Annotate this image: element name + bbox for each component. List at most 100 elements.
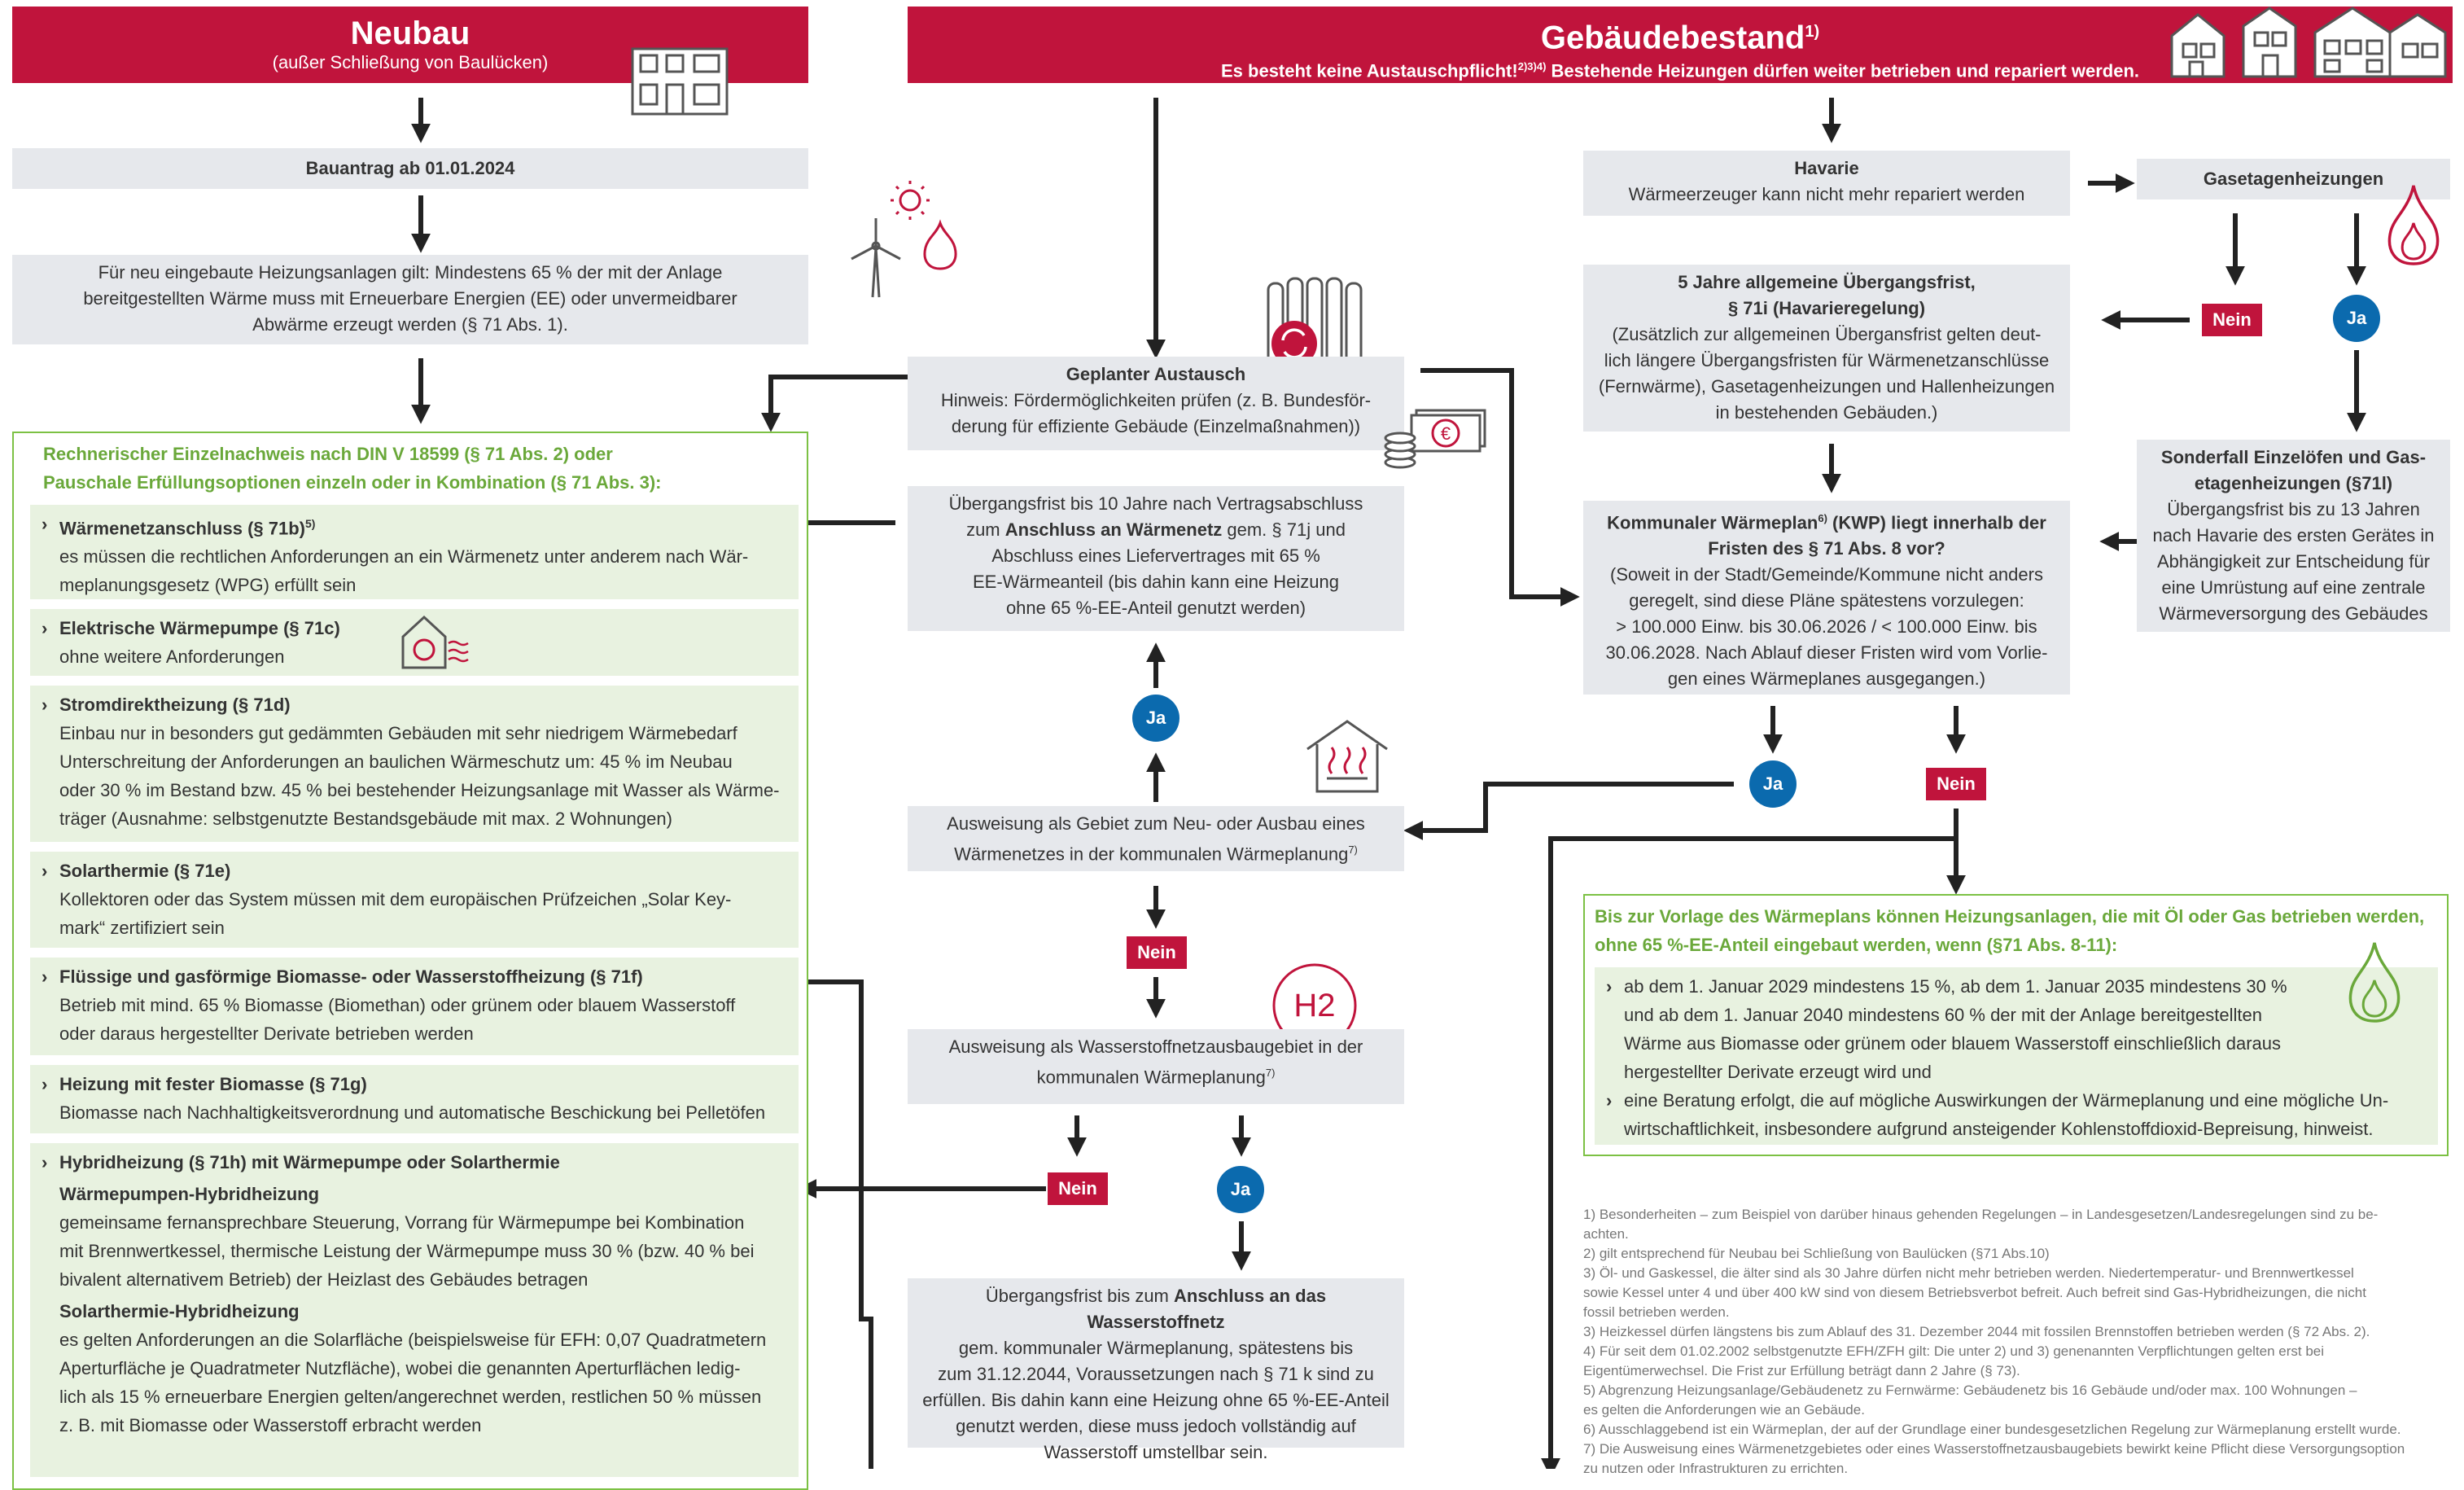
footnote: 4) Für seit dem 01.02.2002 selbstgenutzt… xyxy=(1583,1343,2325,1359)
geplanter-austausch-box: Geplanter Austausch Hinweis: Fördermögli… xyxy=(908,357,1404,450)
neubau-subtitle: (außer Schließung von Baulücken) xyxy=(272,52,549,72)
option-line: Kollektoren oder das System müssen mit d… xyxy=(59,889,732,909)
option-line: Aperturfläche je Quadratmeter Nutzfläche… xyxy=(59,1358,741,1378)
sonder-line: nach Havarie des ersten Gerätes in xyxy=(2152,525,2435,546)
existing-houses-icon xyxy=(2170,7,2447,78)
option-subtitle: Solarthermie-Hybridheizung xyxy=(59,1301,300,1321)
h2frist-bold: Anschluss an das Wasserstoffnetz xyxy=(1087,1286,1327,1332)
austausch-title: Geplanter Austausch xyxy=(1066,364,1246,384)
neubau-rule-box: Für neu eingebaute Heizungsanlagen gilt:… xyxy=(12,255,808,344)
gas-flame-icon xyxy=(2387,185,2440,265)
kwp-title: Kommunaler Wärmeplan xyxy=(1607,512,1818,533)
option-line: Biomasse nach Nachhaltigkeitsverordnung … xyxy=(59,1102,766,1123)
option-line: meplanungsgesetz (WPG) erfüllt sein xyxy=(59,575,357,596)
footnote: zu nutzen oder Infrastrukturen zu errich… xyxy=(1583,1461,1849,1476)
oel-gas-panel: Bis zur Vorlage des Wärmeplans können He… xyxy=(1583,894,2449,1156)
option-line: oder 30 % im Bestand bzw. 45 % bei beste… xyxy=(59,780,780,800)
radiator-icon xyxy=(1267,277,1363,366)
kwp-line: (Soweit in der Stadt/Gemeinde/Kommune ni… xyxy=(1610,564,2043,585)
bestand-title: Gebäudebestand xyxy=(1540,20,1805,56)
ja-badge: Ja xyxy=(1217,1166,1264,1213)
frist-title: 5 Jahre allgemeine Übergangsfrist, xyxy=(1678,272,1976,292)
fw-line: Übergangsfrist bis 10 Jahre nach Vertrag… xyxy=(948,493,1363,514)
frist-line: in bestehenden Gebäuden.) xyxy=(1715,402,1938,423)
option-solarthermie: Solarthermie (§ 71e) Kollektoren oder da… xyxy=(30,852,799,948)
h2frist-line: erfüllen. Bis dahin kann eine Heizung oh… xyxy=(922,1390,1390,1410)
option-line: oder daraus hergestellter Derivate betri… xyxy=(59,1023,474,1044)
oel-conditions: ab dem 1. Januar 2029 mindestens 15 %, a… xyxy=(1595,967,2438,1145)
h2frist-line: Wasserstoff umstellbar sein. xyxy=(1044,1442,1268,1462)
ja-badge: Ja xyxy=(2333,295,2380,342)
footnote: 2) gilt entsprechend für Neubau bei Schl… xyxy=(1583,1246,2050,1261)
hydrogen-label: H2 xyxy=(1293,988,1336,1023)
sonder-title: Sonderfall Einzelöfen und Gas- xyxy=(2160,447,2427,467)
nein-badge: Nein xyxy=(1926,768,1986,800)
nein-badge: Nein xyxy=(2202,304,2262,336)
option-line: Einbau nur in besonders gut gedämmten Ge… xyxy=(59,723,737,743)
option-title: Hybridheizung (§ 71h) mit Wärmepumpe ode… xyxy=(42,1148,784,1177)
options-panel: Rechnerischer Einzelnachweis nach DIN V … xyxy=(12,432,808,1490)
option-line: Betrieb mit mind. 65 % Biomasse (Biometh… xyxy=(59,995,736,1015)
netz-sup: 7) xyxy=(1348,844,1358,856)
fw-line: ohne 65 %-EE-Anteil genutzt werden) xyxy=(1005,598,1306,618)
h2frist-text: Übergangsfrist bis zum xyxy=(985,1286,1174,1306)
options-intro-1: Rechnerischer Einzelnachweis nach DIN V … xyxy=(43,444,613,464)
neubau-title: Neubau xyxy=(350,15,470,51)
fw-text: gem. § 71j und xyxy=(1222,519,1346,540)
footnote: 5) Abgrenzung Heizungsanlage/Gebäudenetz… xyxy=(1583,1383,2357,1398)
oel-line: hergestellter Derivate erzeugt wird und xyxy=(1624,1062,1932,1082)
netz-ausweisung-box: Ausweisung als Gebiet zum Neu- oder Ausb… xyxy=(908,806,1404,871)
bestand-subtitle-sup: 2)3)4) xyxy=(1517,60,1547,73)
h2frist-line: gem. kommunaler Wärmeplanung, spätestens… xyxy=(958,1338,1354,1358)
footnote: sowie Kessel unter 4 und über 400 kW sin… xyxy=(1583,1285,2366,1300)
bestand-subtitle: Es besteht keine Austauschpflicht! xyxy=(1221,60,1518,81)
rule-line: Abwärme erzeugt werden (§ 71 Abs. 1). xyxy=(252,314,568,335)
oel-line: und ab dem 1. Januar 2040 mindestens 60 … xyxy=(1624,1005,2262,1025)
h2-frist-box: Übergangsfrist bis zum Anschluss an das … xyxy=(908,1278,1404,1462)
option-feste-biomasse: Heizung mit fester Biomasse (§ 71g) Biom… xyxy=(30,1065,799,1133)
options-intro-2: Pauschale Erfüllungsoptionen einzeln ode… xyxy=(43,472,662,493)
footnote: 1) Besonderheiten – zum Beispiel von dar… xyxy=(1583,1207,2379,1222)
option-line: es müssen die rechtlichen Anforderungen … xyxy=(59,546,749,568)
sonderfall-box: Sonderfall Einzelöfen und Gas- etagenhei… xyxy=(2137,440,2450,632)
option-waermepumpe: Elektrische Wärmepumpe (§ 71c) ohne weit… xyxy=(30,609,799,676)
h2frist-line: genutzt werden, diese muss jedoch vollst… xyxy=(956,1416,1356,1436)
kwp-sup: 6) xyxy=(1818,512,1827,524)
bauantrag-box: Bauantrag ab 01.01.2024 xyxy=(12,148,808,189)
option-stromdirekt: Stromdirektheizung (§ 71d) Einbau nur in… xyxy=(30,686,799,842)
oel-line: ab dem 1. Januar 2029 mindestens 15 %, a… xyxy=(1624,976,2287,997)
frist-line: lich längere Übergangsfristen für Wärmen… xyxy=(1604,350,2050,370)
ja-badge: Ja xyxy=(1749,760,1797,808)
option-title: Heizung mit fester Biomasse (§ 71g) xyxy=(42,1070,784,1098)
option-line: träger (Ausnahme: selbstgenutzte Bestand… xyxy=(59,809,672,829)
ja-badge: Ja xyxy=(1132,695,1179,742)
oel-title: ohne 65 %-EE-Anteil eingebaut werden, we… xyxy=(1595,935,2118,955)
option-line: mit Brennwertkessel, thermische Leistung… xyxy=(59,1241,755,1261)
money-icon: € xyxy=(1384,409,1486,469)
footnote: Eigentümerwechsel. Die Frist zur Erfüllu… xyxy=(1583,1363,2020,1378)
kwp-title: (KWP) liegt innerhalb der xyxy=(1827,512,2046,533)
option-subtitle: Wärmepumpen-Hybridheizung xyxy=(59,1184,320,1204)
new-building-icon xyxy=(631,47,729,116)
sonder-line: eine Umrüstung auf eine zentrale xyxy=(2161,577,2426,598)
austausch-line: derung für effiziente Gebäude (Einzelmaß… xyxy=(951,416,1361,436)
option-sup: 5) xyxy=(304,517,316,530)
svg-text:€: € xyxy=(1441,423,1451,444)
option-line: z. B. mit Biomasse oder Wasserstoff erbr… xyxy=(59,1415,482,1435)
kwp-line: > 100.000 Einw. bis 30.06.2026 / < 100.0… xyxy=(1616,616,2037,638)
renewable-energy-icon xyxy=(851,181,957,298)
austausch-line: Hinweis: Fördermöglichkeiten prüfen (z. … xyxy=(940,390,1372,410)
option-line: Unterschreitung der Anforderungen an bau… xyxy=(59,752,733,772)
kwp-title: Fristen des § 71 Abs. 8 vor? xyxy=(1708,538,1945,559)
footnote: 3) Heizkessel dürfen längstens bis zum A… xyxy=(1583,1324,2370,1339)
option-title: Wärmenetzanschluss (§ 71b) xyxy=(59,518,305,539)
netz-line: Ausweisung als Gebiet zum Neu- oder Ausb… xyxy=(947,813,1365,834)
option-title: Flüssige und gasförmige Biomasse- oder W… xyxy=(42,962,784,991)
footnote: achten. xyxy=(1583,1226,1629,1242)
kwp-line: 30.06.2028. Nach Ablauf dieser Fristen w… xyxy=(1605,642,2048,664)
frist-line: (Zusätzlich zur allgemeinen Übergansfris… xyxy=(1612,324,2042,344)
bestand-title-sup: 1) xyxy=(1805,23,1820,41)
kwp-box: Kommunaler Wärmeplan6) (KWP) liegt inner… xyxy=(1583,501,2070,695)
district-heating-house-icon xyxy=(1306,720,1388,793)
fw-bold: Anschluss an Wärmenetz xyxy=(1004,519,1223,540)
